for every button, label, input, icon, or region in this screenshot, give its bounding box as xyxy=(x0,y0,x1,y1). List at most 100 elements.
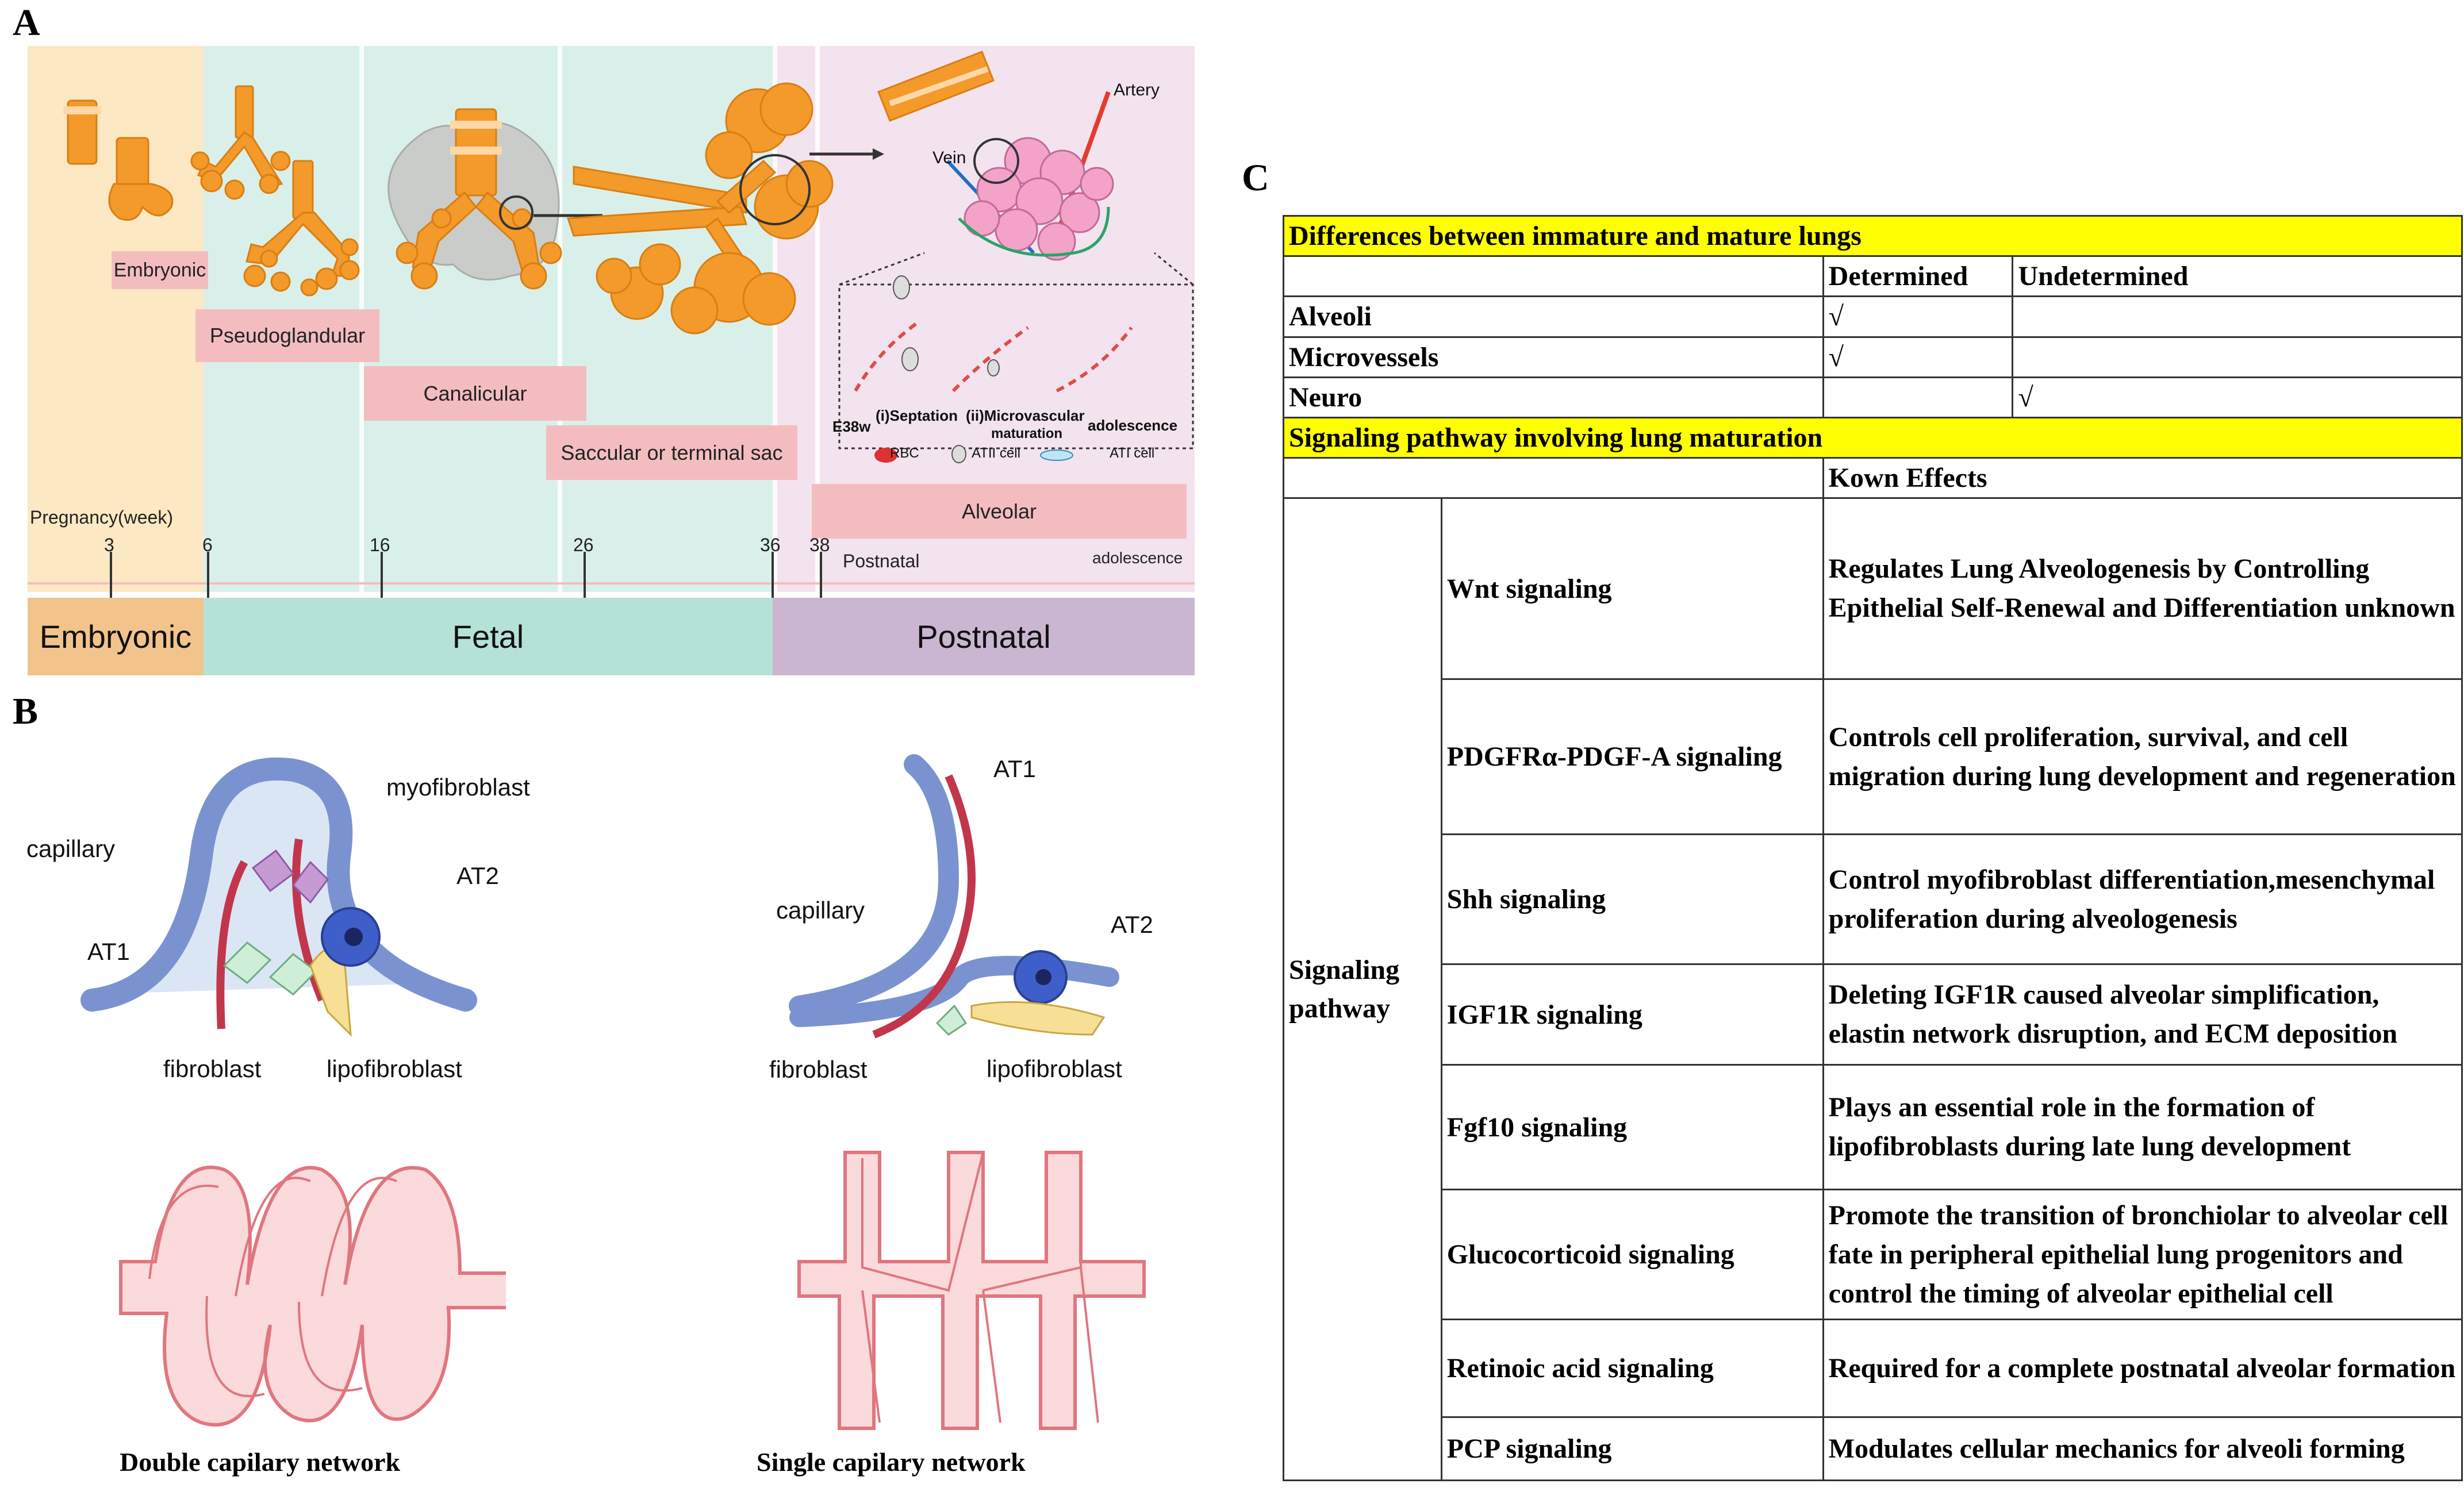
pathway-effect: Control myofibroblast differentiation,me… xyxy=(1822,833,2463,966)
table-row: Kown Effects xyxy=(1283,457,2463,499)
tick-38: 38 xyxy=(809,535,830,555)
pathway-name: PCP signaling xyxy=(1440,1416,1824,1482)
inset-septation: (i)Septation xyxy=(876,407,958,424)
double-capillary-alveolus xyxy=(80,757,477,1037)
signaling-pathway-group: Signaling pathway xyxy=(1283,497,1442,1482)
vein-label: Vein xyxy=(932,148,966,167)
caption-single-capillary: Single capilary network xyxy=(757,1447,1026,1477)
left-capillary-label: capillary xyxy=(26,835,116,862)
double-capillary-network xyxy=(119,1165,506,1427)
row-name: Neuro xyxy=(1283,376,1824,418)
stage-alveolar: Alveolar xyxy=(812,484,1187,539)
stage-pseudoglandular: Pseudoglandular xyxy=(195,309,379,362)
table-row: Glucocorticoid signaling Promote the tra… xyxy=(1284,1189,2463,1321)
group-label-line1: Signaling xyxy=(1289,955,1400,986)
col-known-effects: Kown Effects xyxy=(1822,457,2463,499)
pathway-effect: Regulates Lung Alveologenesis by Control… xyxy=(1822,497,2463,681)
band-fetal: Fetal xyxy=(204,598,773,675)
right-at2-label: AT2 xyxy=(1111,911,1153,938)
legend-ati: ATI cell xyxy=(1110,445,1155,461)
table-row: Neuro √ xyxy=(1283,376,2463,418)
table-row: Fgf10 signaling Plays an essential role … xyxy=(1284,1064,2463,1191)
maturation-table: Differences between immature and mature … xyxy=(1283,214,2463,1482)
pathway-name: Retinoic acid signaling xyxy=(1440,1319,1824,1419)
row-name: Alveoli xyxy=(1283,295,1824,338)
artery-label: Artery xyxy=(1114,80,1160,99)
tick-6: 6 xyxy=(202,535,213,555)
pathway-name: Wnt signaling xyxy=(1440,497,1824,681)
column-divider xyxy=(815,46,820,592)
table-row: Signaling pathway Wnt signaling Regulate… xyxy=(1283,497,2463,1482)
tick-3: 3 xyxy=(104,535,114,555)
row-name: Microvessels xyxy=(1283,336,1824,378)
row-undetermined xyxy=(2012,336,2463,378)
left-fibroblast-label: fibroblast xyxy=(163,1055,262,1082)
row-determined: √ xyxy=(1822,295,2014,338)
group-label-line2: pathway xyxy=(1289,993,1391,1024)
pathway-name: Fgf10 signaling xyxy=(1440,1064,1824,1191)
panel-a-letter: A xyxy=(13,2,40,44)
header-signaling: Signaling pathway involving lung maturat… xyxy=(1283,416,2463,459)
inset-adolescence: adolescence xyxy=(1088,417,1178,434)
axis-title: Pregnancy(week) xyxy=(30,507,173,528)
inset-maturation: maturation xyxy=(991,426,1063,441)
table-header-row: Signaling pathway involving lung maturat… xyxy=(1283,416,2463,459)
col-determined: Determined xyxy=(1822,255,2014,298)
row-determined: √ xyxy=(1822,336,2014,378)
tick-26: 26 xyxy=(573,535,594,555)
lung-development-illustration xyxy=(28,51,1195,585)
panel-c-letter: C xyxy=(1242,157,1269,199)
right-lipofibroblast-label: lipofibroblast xyxy=(987,1055,1122,1082)
table-row: Shh signaling Control myofibroblast diff… xyxy=(1284,833,2463,966)
pathway-effect: Deleting IGF1R caused alveolar simplific… xyxy=(1822,963,2463,1066)
pathway-effect: Plays an essential role in the formation… xyxy=(1822,1064,2463,1191)
panel-b-letter: B xyxy=(13,690,39,732)
right-fibroblast-label: fibroblast xyxy=(769,1056,868,1083)
legend-rbc: RBC xyxy=(890,445,919,461)
caption-double-capillary: Double capilary network xyxy=(120,1447,401,1477)
table-cell xyxy=(1283,457,1824,499)
left-myofibroblast-label: myofibroblast xyxy=(386,774,530,801)
table-row: PCP signaling Modulates cellular mechani… xyxy=(1284,1416,2463,1482)
table-row: Microvessels √ xyxy=(1283,336,2463,378)
pathway-name: PDGFRα-PDGF-A signaling xyxy=(1440,678,1824,836)
pathway-effect: Promote the transition of bronchiolar to… xyxy=(1822,1189,2463,1321)
tick-36: 36 xyxy=(760,535,781,555)
tick-adolescence: adolescence xyxy=(1092,549,1183,567)
table-row: Determined Undetermined xyxy=(1283,255,2463,298)
single-capillary-network xyxy=(797,1151,1146,1430)
left-at1-label: AT1 xyxy=(87,938,130,965)
header-differences: Differences between immature and mature … xyxy=(1283,214,2463,258)
embryonic-background xyxy=(28,46,204,592)
pathway-effect: Modulates cellular mechanics for alveoli… xyxy=(1822,1416,2463,1482)
table-row: IGF1R signaling Deleting IGF1R caused al… xyxy=(1284,963,2463,1066)
inset-e38w: E38w xyxy=(832,418,871,435)
column-divider xyxy=(558,46,562,592)
right-capillary-label: capillary xyxy=(776,897,865,924)
stage-saccular: Saccular or terminal sac xyxy=(546,425,797,480)
pathway-effect: Controls cell proliferation, survival, a… xyxy=(1822,678,2463,836)
pathway-name: Shh signaling xyxy=(1440,833,1824,966)
table-row: Retinoic acid signaling Required for a c… xyxy=(1284,1319,2463,1419)
tick-postnatal: Postnatal xyxy=(843,551,920,571)
table-row: Alveoli √ xyxy=(1283,295,2463,338)
inset-microvascular: (ii)Microvascular xyxy=(966,407,1085,424)
axis-ticks xyxy=(110,552,822,598)
band-postnatal: Postnatal xyxy=(773,598,1195,675)
single-capillary-alveolus xyxy=(789,754,1119,1039)
table-cell xyxy=(1283,255,1824,298)
band-embryonic: Embryonic xyxy=(28,598,204,675)
row-undetermined: √ xyxy=(2012,376,2463,418)
table-row: PDGFRα-PDGF-A signaling Controls cell pr… xyxy=(1284,678,2463,836)
tick-16: 16 xyxy=(370,535,390,555)
row-undetermined xyxy=(2012,295,2463,338)
pathway-effect: Required for a complete postnatal alveol… xyxy=(1822,1319,2463,1419)
left-lipofibroblast-label: lipofibroblast xyxy=(327,1055,462,1082)
table-header-row: Differences between immature and mature … xyxy=(1283,214,2463,258)
pathway-name: Glucocorticoid signaling xyxy=(1440,1189,1824,1321)
pathway-name: IGF1R signaling xyxy=(1440,963,1824,1066)
stage-embryonic: Embryonic xyxy=(112,251,208,289)
stage-canalicular: Canalicular xyxy=(364,366,586,421)
row-determined xyxy=(1822,376,2014,418)
legend-atii: ATII cell xyxy=(972,445,1020,461)
